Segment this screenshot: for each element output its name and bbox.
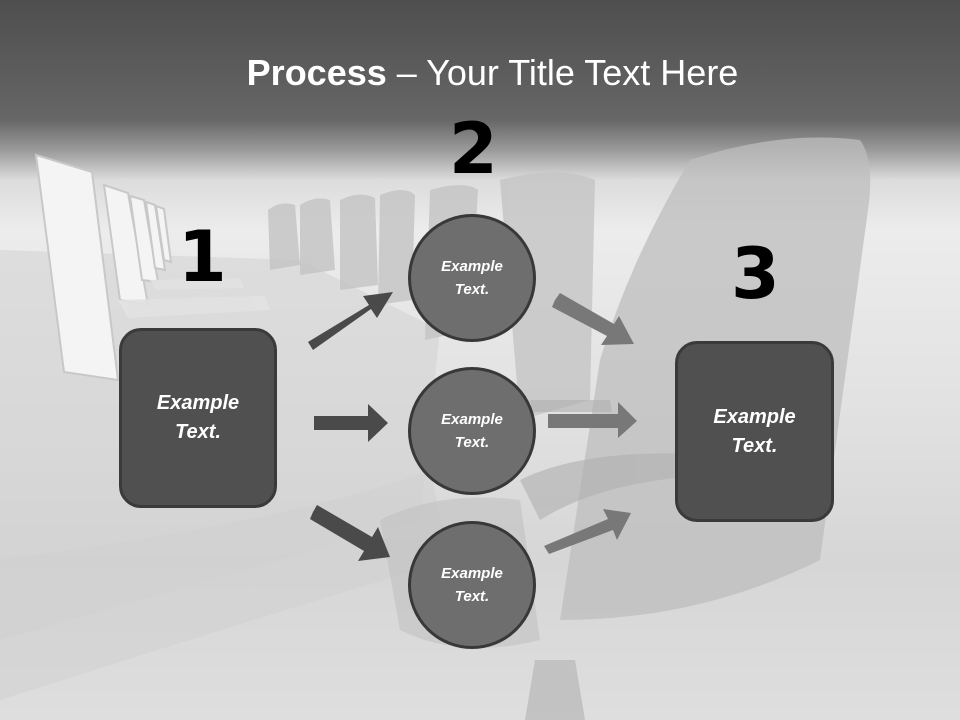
title-bold: Process bbox=[246, 52, 387, 93]
slide-title: Process – Your Title Text Here bbox=[0, 52, 960, 94]
circle-bottom-label-line1: Example bbox=[441, 565, 503, 582]
circle-bottom-label-line2: Text. bbox=[454, 588, 490, 605]
step-3-label-line1: Example bbox=[713, 405, 796, 428]
title-rest: – Your Title Text Here bbox=[386, 52, 739, 93]
step-2-circle-bottom: Example Text. bbox=[408, 521, 536, 649]
step-1-label-line1: Example bbox=[156, 392, 240, 414]
circle-middle-label-line2: Text. bbox=[454, 434, 490, 451]
step-number-1: 1 bbox=[178, 216, 227, 298]
step-1-box: Example Text. bbox=[119, 328, 277, 508]
step-3-box: Example Text. bbox=[675, 341, 834, 522]
step-1-label-line2: Text. bbox=[175, 421, 221, 443]
step-3-label-line2: Text. bbox=[731, 434, 778, 457]
circle-top-label-line2: Text. bbox=[454, 281, 490, 298]
circle-middle-label-line1: Example bbox=[441, 411, 503, 428]
step-2-circle-top: Example Text. bbox=[408, 214, 536, 342]
step-number-2: 2 bbox=[449, 108, 498, 190]
step-number-3: 3 bbox=[731, 233, 780, 315]
step-2-circle-middle: Example Text. bbox=[408, 367, 536, 495]
circle-top-label-line1: Example bbox=[441, 258, 503, 275]
